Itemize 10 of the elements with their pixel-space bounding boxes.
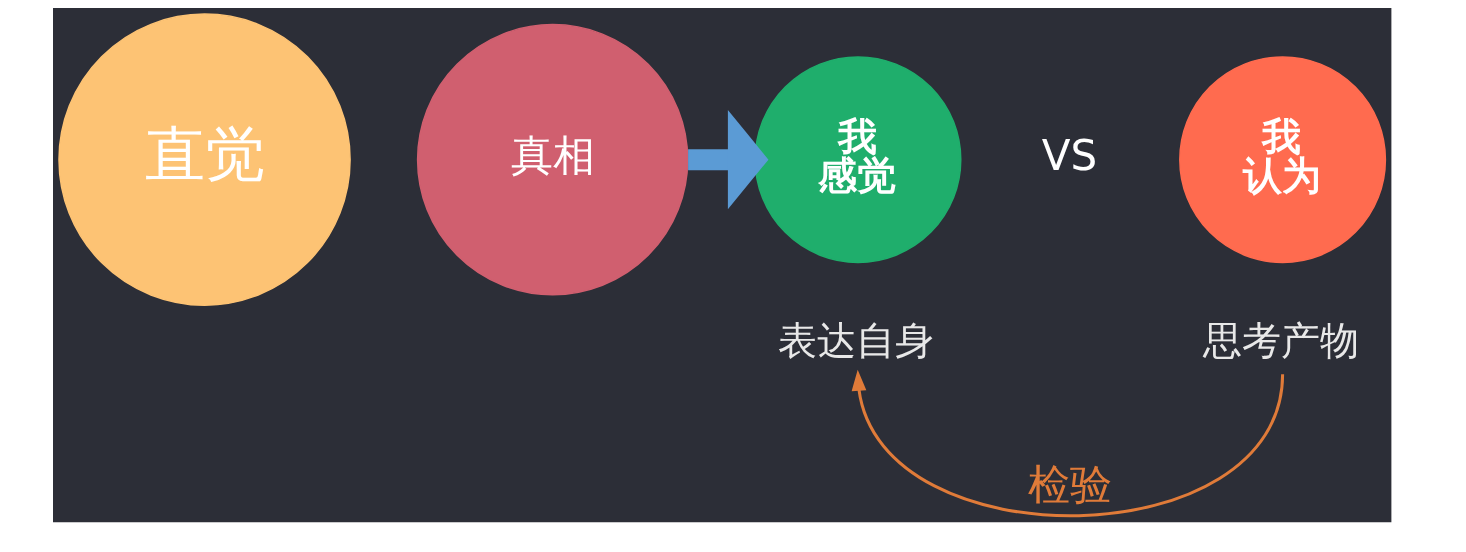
node-circle: 我感觉 <box>754 56 962 264</box>
node-text: 表达自身 <box>778 317 935 363</box>
node-circle: 直觉 <box>58 13 351 306</box>
node-circle: 真相 <box>416 23 689 296</box>
edge-label: 检验 <box>1028 460 1113 510</box>
arrow <box>688 109 769 210</box>
arrow <box>851 369 1285 517</box>
label: VS <box>1041 131 1098 181</box>
node-circle: 我认为 <box>1179 56 1387 264</box>
node-text: 思考产物 <box>1203 317 1360 363</box>
